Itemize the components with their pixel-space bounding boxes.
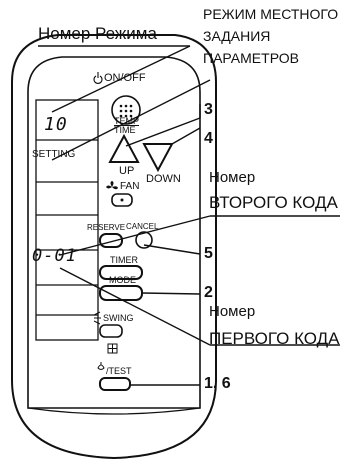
- callout-5: 5: [204, 245, 213, 262]
- mode-number-value: 10: [44, 114, 68, 135]
- local-mode-line-1: РЕЖИМ МЕСТНОГО: [203, 6, 339, 22]
- second-code-line-2: ВТОРОГО КОДА: [209, 193, 338, 212]
- lcd-display: [35, 99, 99, 341]
- on-off-label: ON/OFF: [104, 72, 146, 84]
- callout-1-6: 1, 6: [204, 375, 231, 392]
- fan-icon: [106, 181, 118, 190]
- code-value: 0-01: [32, 246, 77, 266]
- up-triangle-button: [108, 133, 140, 163]
- test-label: /TEST: [106, 366, 132, 376]
- cancel-label: CANCEL: [126, 222, 159, 231]
- timer-label: TIMER: [110, 255, 138, 265]
- local-mode-line-2: ЗАДАНИЯ: [203, 28, 271, 44]
- mode-number-label: Номер Режима: [38, 24, 157, 43]
- test-icon: [97, 362, 105, 370]
- leader-lines: [38, 45, 340, 386]
- power-icon: [93, 72, 103, 84]
- down-triangle-button: [142, 143, 174, 173]
- temp-label: TEMP: [114, 116, 140, 126]
- grid-icon: [107, 343, 118, 354]
- remote-bottom-curve: [27, 407, 201, 415]
- up-label: UP: [119, 165, 135, 177]
- swing-label: SWING: [103, 313, 134, 323]
- first-code-line-2: ПЕРВОГО КОДА: [209, 329, 340, 348]
- callout-2: 2: [204, 284, 213, 301]
- setting-label: SETTING: [32, 149, 76, 160]
- local-mode-line-3: ПАРАМЕТРОВ: [203, 50, 299, 66]
- cancel-button: [135, 231, 153, 249]
- fan-label: FAN: [120, 181, 140, 192]
- timer-button: [99, 265, 143, 280]
- reserve-label: RESERVE: [87, 223, 126, 232]
- callout-4: 4: [204, 130, 213, 147]
- time-label: TIME: [114, 125, 136, 135]
- callout-3: 3: [204, 101, 213, 118]
- test-button: [99, 377, 131, 391]
- reserve-button: [99, 233, 123, 248]
- mode-button: [99, 285, 143, 301]
- swing-button: [99, 324, 123, 338]
- second-code-line-1: Номер: [209, 169, 256, 186]
- first-code-line-1: Номер: [209, 303, 256, 320]
- mode-label: MODE: [109, 275, 136, 285]
- swing-icon: [93, 311, 101, 325]
- on-off-button-dots: [119, 104, 133, 118]
- down-label: DOWN: [146, 173, 181, 185]
